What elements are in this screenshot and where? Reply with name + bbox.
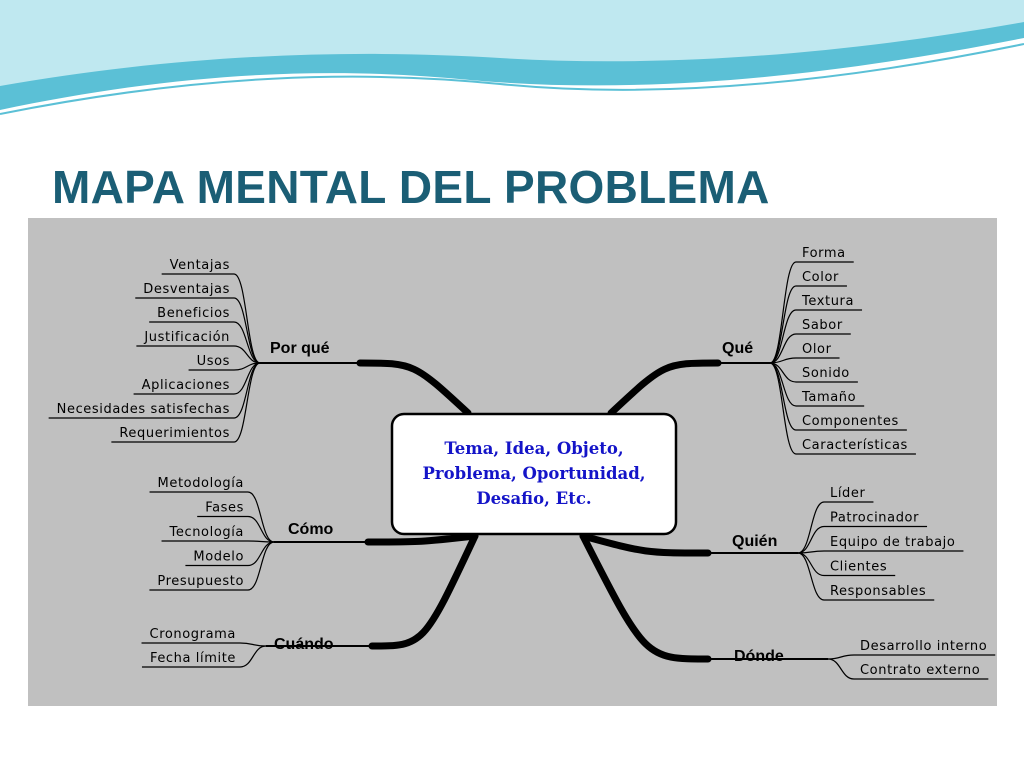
leaf-que-textura: Textura: [801, 294, 854, 309]
branch-label-quien: Quién: [732, 533, 777, 550]
leaf-connector-por-que-beneficios: [233, 321, 261, 364]
leaf-quien-patrocinador: Patrocinador: [830, 511, 919, 526]
leaf-que-olor: Olor: [802, 342, 832, 357]
leaf-por-que-ventajas: Ventajas: [170, 258, 230, 273]
leaf-connector-que-textura: [769, 309, 797, 364]
header-wave-decoration: [0, 0, 1024, 115]
leaf-cuando-cronograma: Cronograma: [150, 627, 236, 642]
leaf-por-que-usos: Usos: [197, 354, 230, 369]
leaf-como-tecnologia: Tecnología: [169, 525, 244, 540]
connector-como: [364, 532, 479, 546]
leaf-que-caracteristicas: Características: [802, 438, 908, 453]
leaf-connector-por-que-ventajas: [233, 273, 261, 364]
center-text-line-1: Tema, Idea, Objeto,: [444, 439, 623, 458]
connector-cuando: [368, 532, 479, 650]
wave-band-light: [0, 0, 1024, 86]
leaf-quien-clientes: Clientes: [830, 560, 887, 575]
leaf-connector-quien-lider: [797, 501, 825, 554]
leaf-como-metodologia: Metodología: [158, 476, 244, 491]
leaf-connector-que-forma: [769, 261, 797, 364]
leaf-por-que-necesidades-satisfechas: Necesidades satisfechas: [57, 402, 230, 417]
leaf-quien-equipo-de-trabajo: Equipo de trabajo: [830, 535, 955, 550]
connector-que: [607, 359, 722, 417]
leaf-como-fases: Fases: [205, 501, 244, 516]
leaf-quien-lider: Líder: [830, 486, 866, 501]
wave-line: [0, 43, 1024, 115]
leaf-connector-por-que-requerimientos: [233, 362, 261, 443]
leaf-connector-donde-contrato-externo: [827, 658, 855, 680]
branch-label-como: Cómo: [288, 521, 334, 538]
leaf-connector-cuando-fecha-limite: [239, 645, 267, 668]
leaf-que-forma: Forma: [802, 246, 846, 261]
center-text-line-2: Problema, Oportunidad,: [422, 464, 645, 483]
leaf-connector-por-que-desventajas: [233, 297, 261, 364]
leaf-quien-responsables: Responsables: [830, 584, 926, 599]
connector-donde: [579, 532, 712, 663]
leaf-connector-por-que-necesidades-satisfechas: [233, 362, 261, 419]
connector-quien: [579, 532, 712, 557]
leaf-que-sabor: Sabor: [802, 318, 843, 333]
leaf-que-tamano: Tamaño: [801, 390, 856, 405]
leaf-connector-quien-responsables: [797, 552, 825, 601]
leaf-connector-como-modelo: [247, 541, 275, 567]
leaf-como-presupuesto: Presupuesto: [157, 574, 244, 589]
leaf-connector-donde-desarrollo-interno: [827, 654, 855, 660]
branch-label-donde: Dónde: [734, 648, 784, 665]
leaf-por-que-beneficios: Beneficios: [157, 306, 230, 321]
leaf-donde-desarrollo-interno: Desarrollo interno: [860, 639, 987, 654]
leaf-donde-contrato-externo: Contrato externo: [860, 663, 980, 678]
leaf-connector-como-fases: [247, 515, 275, 543]
slide-title: MAPA MENTAL DEL PROBLEMA: [52, 161, 770, 213]
leaf-que-color: Color: [802, 270, 839, 285]
leaf-connector-cuando-cronograma: [239, 642, 267, 647]
leaf-connector-como-presupuesto: [247, 541, 275, 591]
center-box: [390, 412, 678, 536]
mind-map: Por qué VentajasDesventajasBeneficiosJust…: [48, 246, 996, 680]
leaf-por-que-aplicaciones: Aplicaciones: [142, 378, 230, 393]
leaf-por-que-desventajas: Desventajas: [143, 282, 230, 297]
leaf-connector-que-sabor: [769, 333, 797, 364]
leaf-connector-que-color: [769, 285, 797, 364]
leaf-cuando-fecha-limite: Fecha límite: [150, 651, 236, 666]
leaf-connector-como-metodologia: [247, 491, 275, 543]
leaf-connector-quien-clientes: [797, 552, 825, 577]
connector-por-que: [356, 359, 472, 417]
center-text-line-3: Desafio, Etc.: [476, 489, 591, 508]
leaf-que-sonido: Sonido: [802, 366, 850, 381]
leaf-que-componentes: Componentes: [802, 414, 899, 429]
leaf-por-que-requerimientos: Requerimientos: [119, 426, 230, 441]
branch-label-por-que: Por qué: [270, 340, 330, 357]
leaf-connector-que-caracteristicas: [769, 362, 797, 455]
leaf-por-que-justificacion: Justificación: [143, 330, 230, 345]
branch-label-cuando: Cuándo: [274, 636, 334, 653]
branch-label-que: Qué: [722, 340, 753, 357]
leaf-connector-quien-patrocinador: [797, 525, 825, 554]
leaf-como-modelo: Modelo: [193, 550, 244, 565]
leaf-connector-por-que-justificacion: [233, 345, 261, 364]
